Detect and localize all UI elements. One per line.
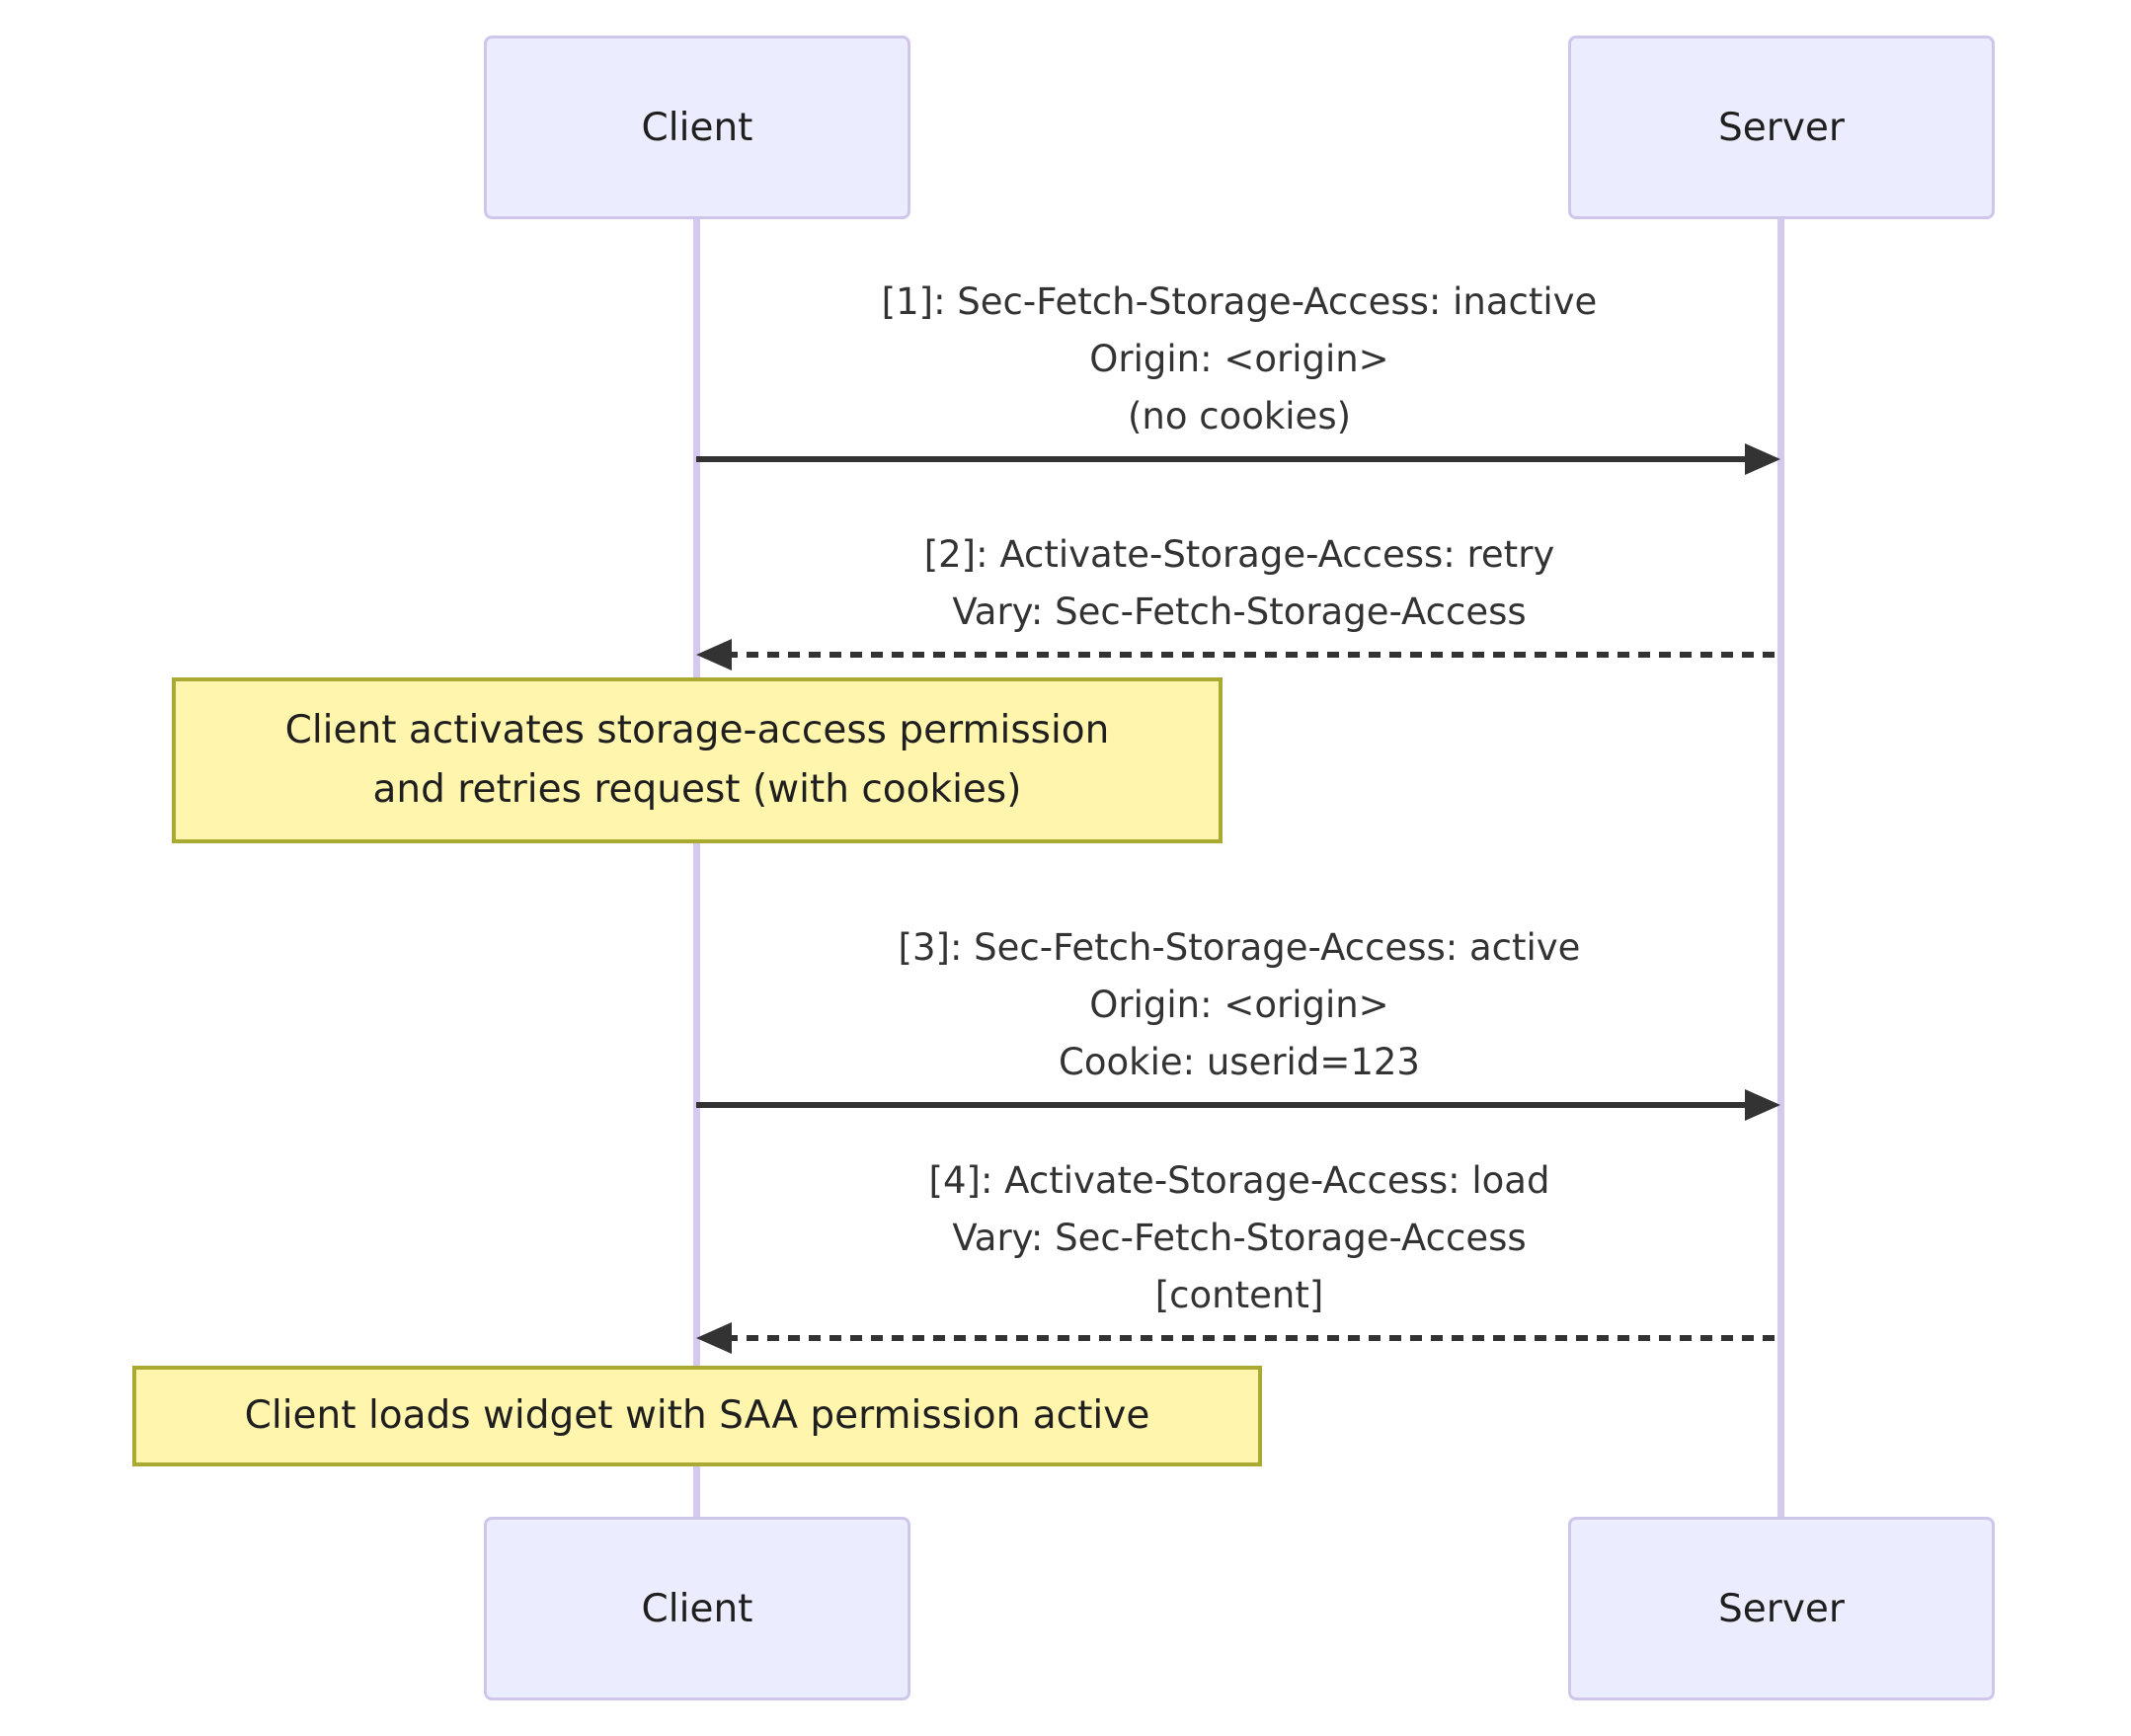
arrow-line <box>696 456 1751 462</box>
arrow-line <box>726 1335 1780 1341</box>
arrow-line <box>726 652 1780 658</box>
note-load-widget: Client loads widget with SAA permission … <box>132 1366 1262 1466</box>
note-line: Client activates storage-access permissi… <box>284 708 1110 752</box>
message-line: [2]: Activate-Storage-Access: retry <box>923 533 1555 576</box>
actor-label-server: Server <box>1718 1586 1845 1631</box>
actor-box-client-top: Client <box>484 36 910 219</box>
actor-box-server-top: Server <box>1568 36 1995 219</box>
server-lifeline <box>1777 219 1784 1517</box>
arrowhead-right-icon <box>1745 1089 1780 1121</box>
message-4-text: [4]: Activate-Storage-Access: load Vary:… <box>696 1152 1782 1324</box>
actor-box-client-bottom: Client <box>484 1517 910 1700</box>
message-line: [3]: Sec-Fetch-Storage-Access: active <box>898 926 1581 969</box>
arrowhead-left-icon <box>696 639 732 671</box>
message-line: Origin: <origin> <box>1089 984 1389 1026</box>
note-line: Client loads widget with SAA permission … <box>244 1393 1150 1438</box>
message-line: (no cookies) <box>1127 395 1352 437</box>
message-line: Vary: Sec-Fetch-Storage-Access <box>952 1217 1527 1259</box>
arrowhead-left-icon <box>696 1322 732 1354</box>
message-line: Origin: <origin> <box>1089 338 1389 380</box>
actor-label-server: Server <box>1718 105 1845 150</box>
note-line: and retries request (with cookies) <box>372 767 1022 812</box>
message-line: [1]: Sec-Fetch-Storage-Access: inactive <box>881 280 1598 323</box>
client-lifeline <box>693 219 700 1517</box>
message-1-text: [1]: Sec-Fetch-Storage-Access: inactive … <box>696 274 1782 445</box>
actor-label-client: Client <box>641 1586 753 1631</box>
actor-box-server-bottom: Server <box>1568 1517 1995 1700</box>
message-2-text: [2]: Activate-Storage-Access: retry Vary… <box>696 526 1782 641</box>
message-line: Vary: Sec-Fetch-Storage-Access <box>952 591 1527 633</box>
message-3-text: [3]: Sec-Fetch-Storage-Access: active Or… <box>696 919 1782 1091</box>
message-line: Cookie: userid=123 <box>1059 1041 1420 1083</box>
actor-label-client: Client <box>641 105 753 150</box>
note-activate-permission: Client activates storage-access permissi… <box>172 677 1223 843</box>
message-line: [content] <box>1154 1274 1324 1316</box>
message-line: [4]: Activate-Storage-Access: load <box>928 1159 1550 1202</box>
arrow-line <box>696 1102 1751 1108</box>
arrowhead-right-icon <box>1745 443 1780 475</box>
